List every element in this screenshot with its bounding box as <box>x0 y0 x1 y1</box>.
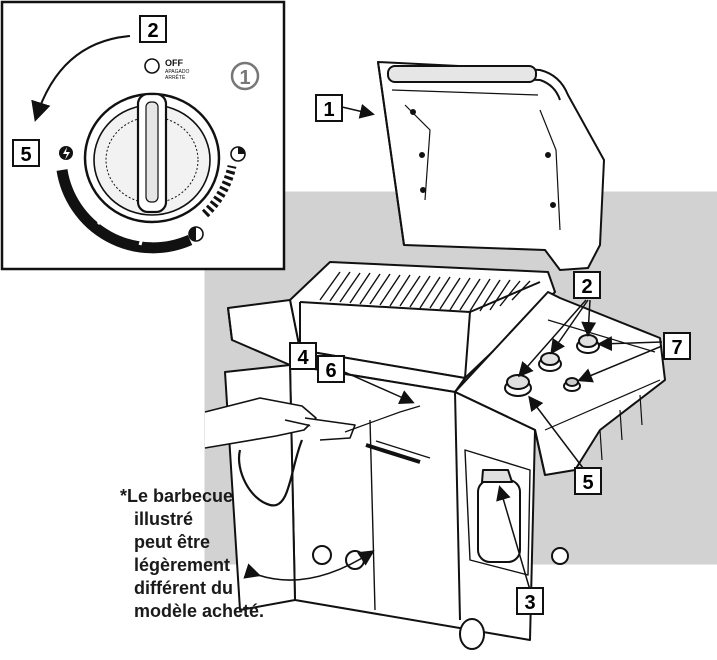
svg-text:3: 3 <box>524 592 535 614</box>
svg-text:1: 1 <box>323 99 334 121</box>
inset-callout-5: 5 <box>12 139 40 167</box>
svg-text:5: 5 <box>582 472 593 494</box>
cooking-grates <box>319 271 531 312</box>
svg-text:6: 6 <box>325 360 336 382</box>
svg-text:ARRÊTÉ: ARRÊTÉ <box>165 73 186 81</box>
svg-text:5: 5 <box>20 144 31 166</box>
svg-text:APAGADO: APAGADO <box>165 69 189 75</box>
high-setting-icon <box>59 146 73 160</box>
svg-text:7: 7 <box>671 337 682 359</box>
step-1-badge: 1 <box>230 61 260 91</box>
knob-inset: 2 5 OFF APAGADO ARRÊTÉ 1 <box>0 0 286 271</box>
note-line: légèrement <box>134 555 231 575</box>
svg-text:2: 2 <box>581 276 592 298</box>
callout-5-grill: 5 <box>574 467 602 495</box>
grill-lid <box>377 61 605 271</box>
left-side-table <box>227 299 466 393</box>
callout-2: 2 <box>573 271 601 299</box>
grill <box>204 61 666 650</box>
callout-4: 4 <box>289 342 317 370</box>
svg-text:4: 4 <box>297 347 309 369</box>
note-line: peut être <box>134 532 211 552</box>
inset-callout-2: 2 <box>139 15 167 43</box>
note-line: *Le barbecue <box>120 486 234 506</box>
callout-3: 3 <box>516 587 544 615</box>
callout-7: 7 <box>663 332 691 360</box>
svg-text:1: 1 <box>239 67 250 89</box>
heat-scale <box>56 164 237 254</box>
disclaimer-note: *Le barbecue illustré peut être légèreme… <box>120 485 290 623</box>
control-knob-detail <box>83 92 221 224</box>
door-swing-arrow <box>243 550 375 581</box>
callout-1: 1 <box>315 94 343 122</box>
note-line: illustré <box>134 509 194 529</box>
hand-with-lighter <box>204 397 421 507</box>
svg-text:2: 2 <box>147 20 158 42</box>
off-indicator: OFF APAGADO ARRÊTÉ <box>144 58 189 81</box>
svg-text:OFF: OFF <box>165 58 183 68</box>
callout-6: 6 <box>317 355 345 383</box>
note-line: modèle acheté. <box>134 601 265 621</box>
cookbox <box>289 261 556 379</box>
callout-leaders <box>339 103 663 591</box>
low-setting-icon <box>230 146 246 162</box>
medium-setting-icon <box>188 226 204 242</box>
note-line: différent du <box>134 578 233 598</box>
rotation-arrow <box>31 35 131 122</box>
